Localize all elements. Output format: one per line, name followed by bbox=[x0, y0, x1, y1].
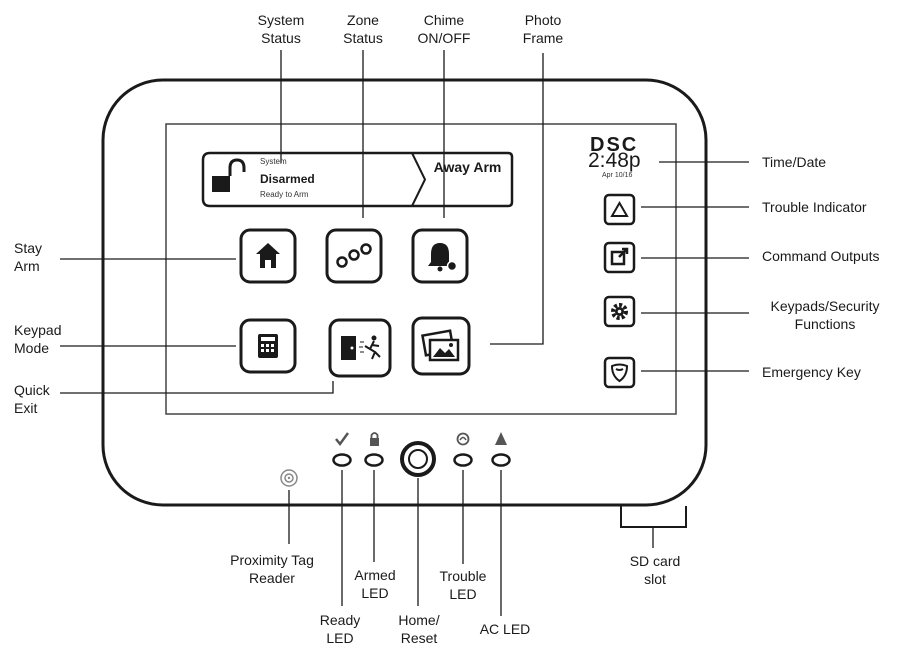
command-outputs-button[interactable] bbox=[603, 241, 636, 274]
house-icon bbox=[256, 243, 280, 268]
unlocked-icon bbox=[212, 158, 246, 192]
label-armed-led: Armed LED bbox=[354, 567, 396, 601]
check-icon bbox=[335, 432, 350, 447]
status-bar[interactable] bbox=[201, 151, 514, 208]
clock-date: Apr 10/16 bbox=[602, 172, 633, 179]
ready-led bbox=[332, 432, 352, 467]
zone-chain-icon bbox=[336, 243, 372, 268]
keypads-security-button[interactable] bbox=[603, 295, 636, 328]
shield-icon bbox=[610, 363, 629, 383]
keypad-mode-button[interactable] bbox=[239, 318, 297, 374]
zone-status-button[interactable] bbox=[325, 228, 383, 284]
label-keypads-security: Keypads/Security Functions bbox=[770, 298, 880, 332]
proximity-tag-reader bbox=[280, 469, 298, 487]
stay-arm-button[interactable] bbox=[239, 228, 297, 284]
ac-triangle-icon bbox=[495, 432, 507, 445]
label-trouble-indicator: Trouble Indicator bbox=[762, 199, 867, 215]
gear-icon bbox=[611, 303, 628, 320]
label-sd-card: SD card slot bbox=[629, 553, 681, 587]
label-trouble-led: Trouble LED bbox=[439, 568, 487, 602]
label-proximity-tag: Proximity Tag Reader bbox=[230, 552, 314, 586]
warning-triangle-icon bbox=[610, 200, 629, 217]
trouble-circle-icon bbox=[456, 432, 470, 446]
label-quick-exit: Quick Exit bbox=[14, 382, 50, 416]
status-title: System bbox=[260, 157, 287, 166]
label-ready-led: Ready LED bbox=[319, 612, 361, 646]
calculator-icon bbox=[258, 334, 278, 358]
label-emergency-key: Emergency Key bbox=[762, 364, 861, 380]
sd-card-slot bbox=[620, 506, 687, 528]
armed-led bbox=[364, 432, 384, 467]
label-chime: Chime ON/OFF bbox=[417, 12, 471, 46]
leader-lines bbox=[60, 50, 749, 616]
label-command-outputs: Command Outputs bbox=[762, 248, 880, 264]
label-ac-led: AC LED bbox=[479, 621, 531, 637]
label-keypad-mode: Keypad Mode bbox=[14, 322, 62, 356]
label-zone-status: Zone Status bbox=[343, 12, 383, 46]
label-home-reset: Home/ Reset bbox=[398, 612, 440, 646]
status-subtext: Ready to Arm bbox=[260, 190, 309, 199]
trouble-led bbox=[453, 432, 473, 467]
status-state: Disarmed bbox=[260, 172, 315, 186]
quick-exit-button[interactable] bbox=[328, 318, 392, 378]
label-photo-frame: Photo Frame bbox=[522, 12, 564, 46]
trouble-indicator-button[interactable] bbox=[603, 193, 636, 226]
label-stay-arm: Stay Arm bbox=[14, 240, 43, 274]
lock-icon bbox=[370, 432, 379, 446]
brand-logo: DSC bbox=[590, 134, 639, 156]
chime-button[interactable] bbox=[411, 228, 469, 284]
home-reset-button[interactable] bbox=[400, 441, 436, 477]
photo-frame-button[interactable] bbox=[411, 316, 471, 376]
emergency-key-button[interactable] bbox=[603, 356, 636, 389]
output-arrow-icon bbox=[610, 247, 629, 266]
bell-icon bbox=[428, 243, 458, 272]
ac-led bbox=[491, 432, 511, 467]
photos-icon bbox=[421, 329, 460, 362]
clock-time: 2:48p bbox=[588, 149, 641, 172]
away-arm-button[interactable]: Away Arm bbox=[433, 159, 502, 175]
label-time-date: Time/Date bbox=[762, 154, 827, 170]
label-system-status: System Status bbox=[257, 12, 305, 46]
exit-door-icon bbox=[341, 335, 381, 360]
